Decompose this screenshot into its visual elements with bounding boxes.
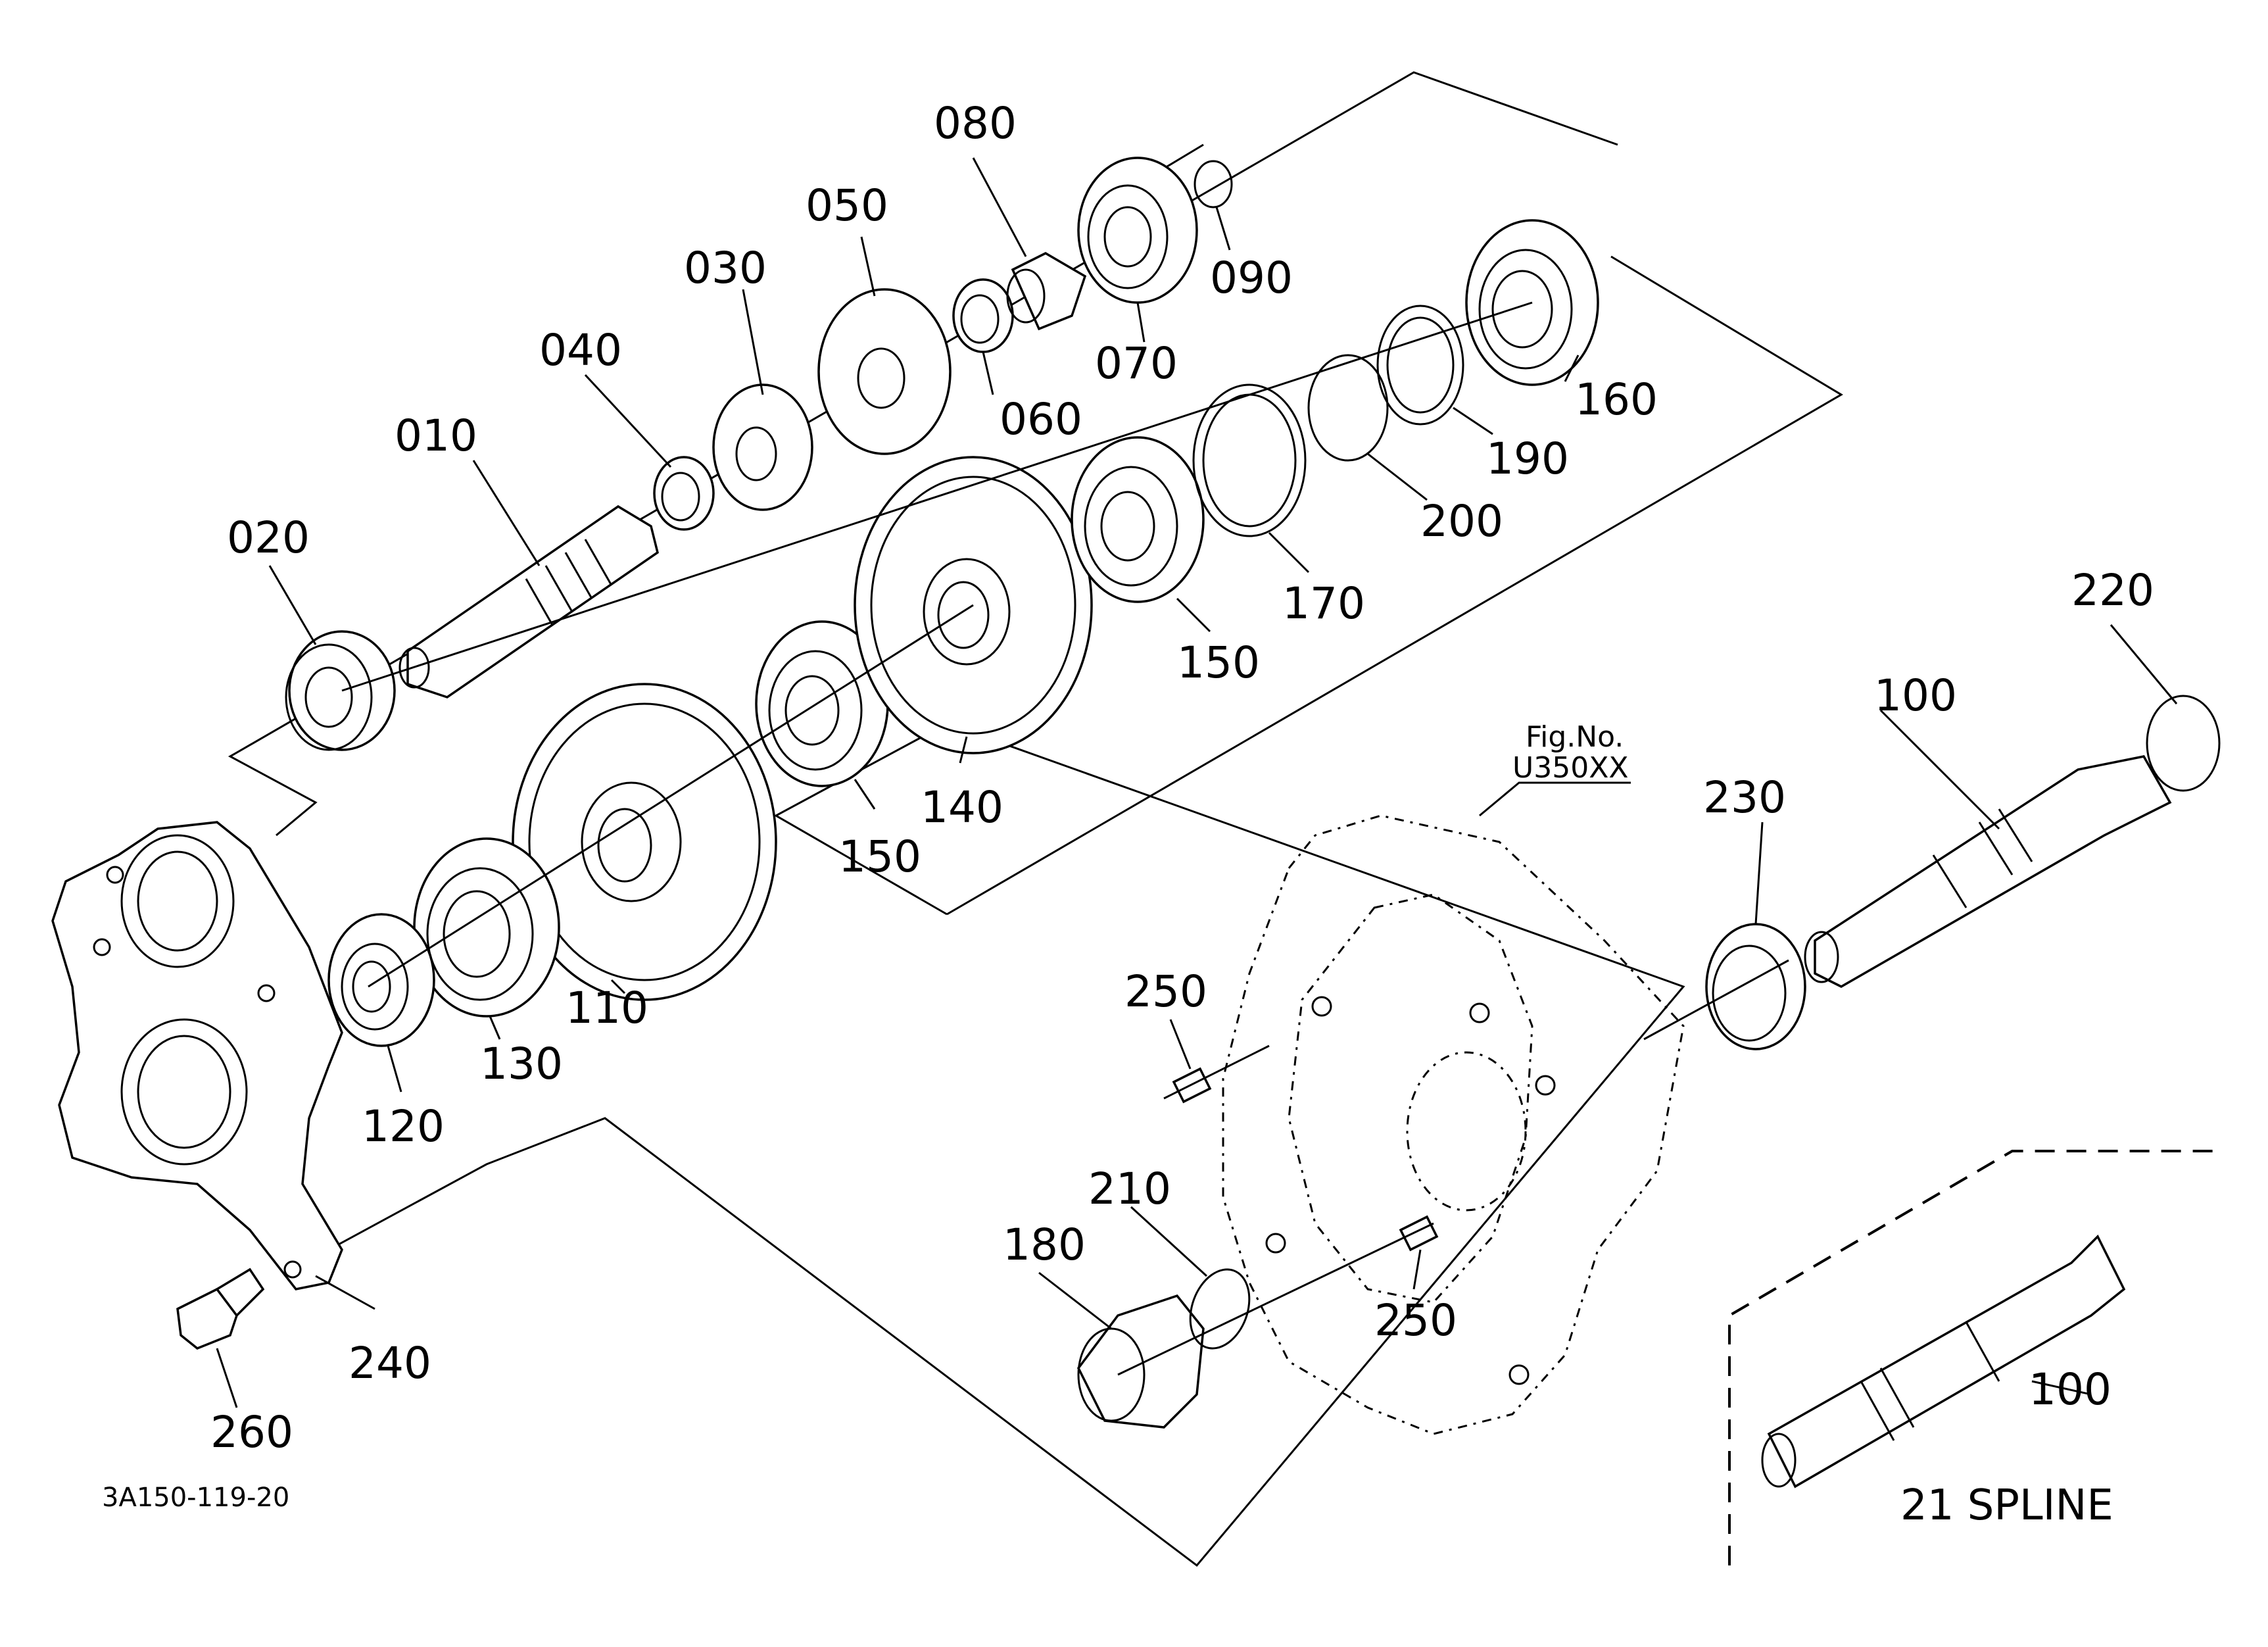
label-160: 160: [1575, 374, 1658, 425]
part-130-bearing[interactable]: [413, 837, 560, 1018]
label-260: 260: [210, 1407, 293, 1458]
label-040: 040: [539, 325, 622, 376]
label-020: 020: [227, 512, 310, 563]
label-250-lower: 250: [1374, 1295, 1457, 1346]
part-050-gear[interactable]: [817, 288, 952, 455]
part-120-bearing[interactable]: [327, 913, 435, 1047]
part-080-bushing[interactable]: [1006, 252, 1087, 331]
part-250-pin-lower[interactable]: [1399, 1215, 1439, 1252]
label-090: 090: [1210, 253, 1293, 303]
label-010: 010: [395, 410, 477, 461]
label-210: 210: [1088, 1164, 1171, 1214]
label-200: 200: [1420, 496, 1503, 547]
label-080: 080: [934, 98, 1017, 149]
part-260-bolt[interactable]: [176, 1267, 265, 1350]
label-170: 170: [1282, 578, 1365, 629]
part-030-gear[interactable]: [712, 383, 813, 511]
part-090-snap-ring[interactable]: [1194, 160, 1233, 209]
part-190-shim[interactable]: [1376, 305, 1464, 426]
label-140: 140: [921, 782, 1003, 833]
part-100-shaft[interactable]: [1804, 755, 2172, 988]
label-050: 050: [806, 180, 888, 231]
label-250-upper: 250: [1124, 966, 1207, 1017]
label-220: 220: [2071, 565, 2154, 616]
part-210-o-ring[interactable]: [1180, 1261, 1259, 1356]
transmission-case[interactable]: [1222, 814, 1685, 1435]
label-240: 240: [349, 1338, 431, 1389]
part-labels: 010 020 030 040 050 060 070 080 090 100 …: [210, 98, 2154, 1458]
part-220-snap-ring[interactable]: [2146, 695, 2221, 792]
label-190: 190: [1486, 433, 1569, 484]
label-070: 070: [1095, 338, 1178, 389]
part-040-collar[interactable]: [653, 456, 715, 531]
spline-note: 21 SPLINE: [1900, 1481, 2113, 1530]
label-180: 180: [1003, 1219, 1086, 1270]
spline-variant-inset: 21 SPLINE: [1728, 1150, 2223, 1565]
fig-ref-code: U350XX: [1512, 751, 1628, 785]
part-150-bearing-upper[interactable]: [1071, 436, 1205, 603]
figure-code: 3A150-119-20: [102, 1483, 289, 1513]
part-110-gear[interactable]: [512, 683, 777, 1001]
label-130: 130: [480, 1039, 563, 1089]
assembly-outline-lines: [228, 71, 1843, 1567]
part-020-bearing[interactable]: [285, 630, 396, 751]
label-110: 110: [566, 983, 648, 1033]
part-010-shaft[interactable]: [398, 504, 659, 699]
figure-reference: Fig.No. U350XX: [1479, 720, 1631, 817]
label-100: 100: [1874, 670, 1957, 721]
leader-lines: [216, 157, 2178, 1408]
label-150-lower: 150: [838, 831, 921, 882]
label-230: 230: [1703, 772, 1786, 823]
part-230-seal[interactable]: [1705, 923, 1806, 1050]
label-150-upper: 150: [1177, 637, 1260, 688]
fig-no-label: Fig.No.: [1526, 720, 1624, 754]
part-240-housing-plate[interactable]: [51, 821, 343, 1291]
label-060: 060: [1000, 394, 1082, 445]
label-100-spline: 100: [2029, 1364, 2111, 1415]
part-100-shaft-21-spline[interactable]: [1761, 1235, 2126, 1488]
label-120: 120: [362, 1101, 445, 1152]
label-030: 030: [684, 243, 767, 293]
part-060-washer[interactable]: [952, 278, 1014, 353]
part-070-bearing[interactable]: [1077, 157, 1198, 304]
assembly-axis-lines: [341, 301, 1533, 988]
part-200-snap-ring[interactable]: [1307, 354, 1389, 462]
part-180-bearing[interactable]: [1076, 1294, 1205, 1429]
